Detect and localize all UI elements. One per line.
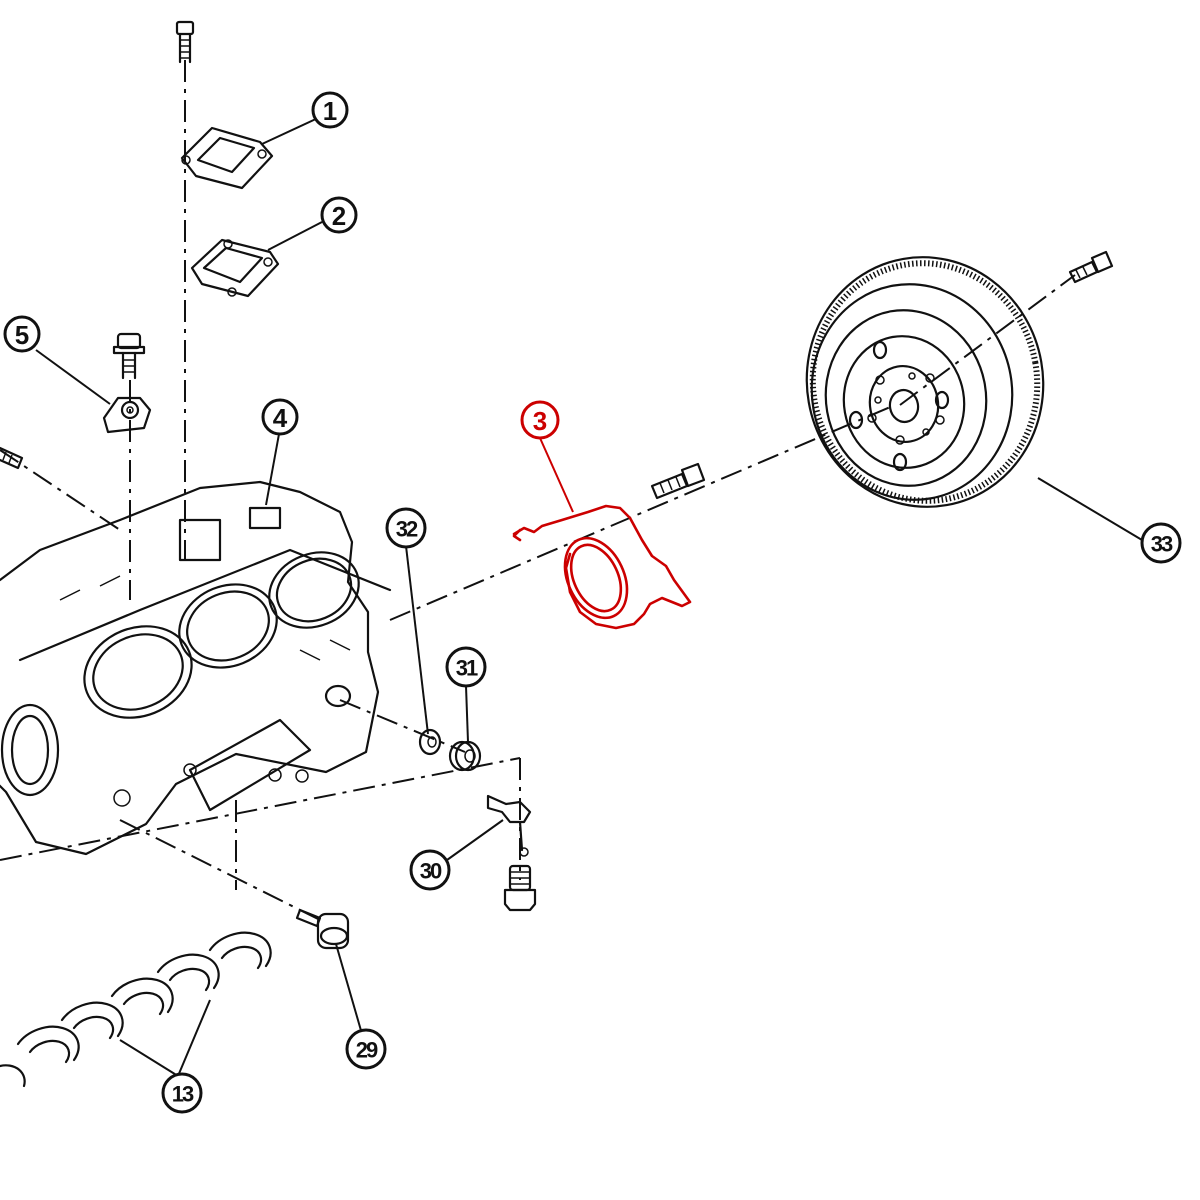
bolt-left xyxy=(0,446,24,470)
callout-4[interactable]: 4 xyxy=(261,398,299,436)
part-13-main-bearings xyxy=(0,931,272,1088)
part-4-cylinder-block xyxy=(0,480,392,856)
callout-3-highlighted[interactable]: 3 xyxy=(520,400,560,440)
callout-32[interactable]: 32 xyxy=(385,507,427,549)
drain-plug xyxy=(503,864,537,912)
bolt-oil-seal-retainer xyxy=(650,462,706,500)
bolt-29 xyxy=(295,908,350,950)
callout-30[interactable]: 30 xyxy=(409,849,451,891)
bolt-top xyxy=(175,20,195,64)
callout-2[interactable]: 2 xyxy=(320,196,358,234)
callout-label: 3 xyxy=(533,406,547,436)
callout-label: 30 xyxy=(420,859,442,884)
part-5-knock-sensor xyxy=(102,396,152,434)
callout-33[interactable]: 33 xyxy=(1140,522,1182,564)
callout-1[interactable]: 1 xyxy=(311,91,349,129)
leader-lines xyxy=(35,117,1143,1077)
callout-label: 4 xyxy=(273,403,288,433)
part-33-flywheel xyxy=(805,256,1045,508)
callout-label: 29 xyxy=(356,1038,378,1063)
callout-label: 13 xyxy=(172,1082,194,1107)
callout-5[interactable]: 5 xyxy=(3,315,41,353)
callout-31[interactable]: 31 xyxy=(445,646,487,688)
callout-13[interactable]: 13 xyxy=(161,1072,203,1114)
part-31-plug xyxy=(448,740,482,772)
part-30-oil-jet xyxy=(486,794,532,857)
callout-label: 31 xyxy=(456,656,478,681)
part-3-rear-oil-seal-retainer xyxy=(512,504,692,630)
part-2-gasket xyxy=(190,238,280,298)
callout-label: 32 xyxy=(396,517,418,542)
callout-label: 5 xyxy=(15,320,29,350)
part-32-washer xyxy=(418,728,442,756)
part-1-cover-plate xyxy=(180,126,274,190)
assembly-axes xyxy=(0,60,1076,921)
callout-29[interactable]: 29 xyxy=(345,1028,387,1070)
bolt-knock-sensor xyxy=(112,332,146,380)
bolt-flywheel xyxy=(1068,250,1114,284)
callout-label: 1 xyxy=(323,96,337,126)
callout-label: 33 xyxy=(1151,532,1173,557)
callout-label: 2 xyxy=(332,201,346,231)
